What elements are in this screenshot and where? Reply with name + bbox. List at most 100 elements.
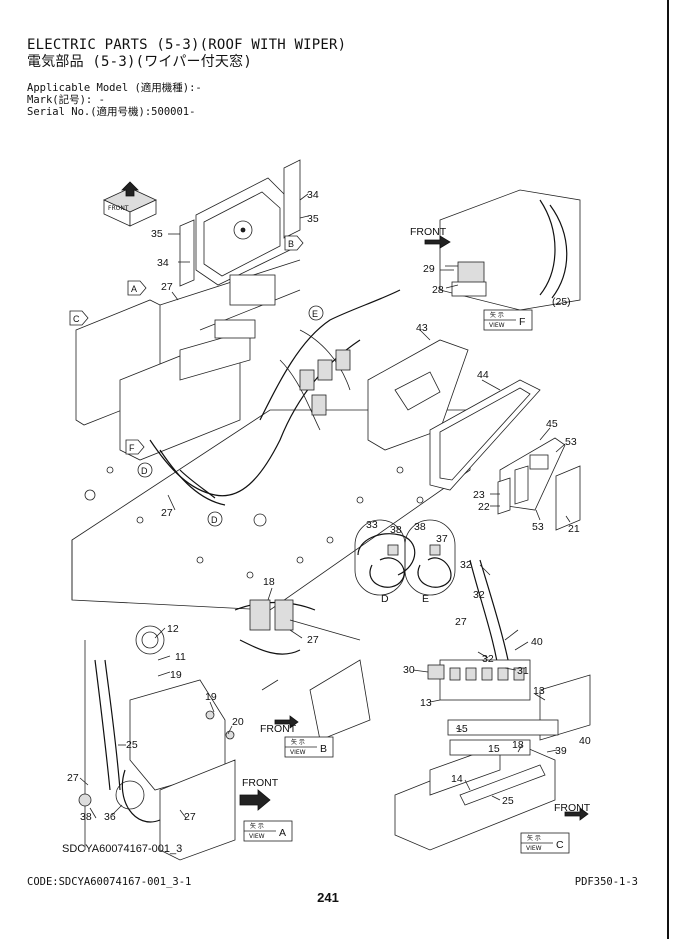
part-label: 29	[423, 263, 435, 275]
part-label: 27	[67, 772, 79, 784]
svg-text:VIEW: VIEW	[489, 322, 505, 329]
iso-front-label: FRONT	[108, 205, 129, 212]
part-label: 44	[477, 369, 489, 381]
part-label: 32	[482, 653, 494, 665]
letter-callouts: A B C D D E F D E	[69, 235, 429, 605]
part-label: 36	[104, 811, 116, 823]
part-label: 14	[451, 773, 463, 785]
part-label: 40	[531, 636, 543, 648]
part-label: 27	[455, 616, 467, 628]
iso-front-marker: FRONT	[103, 181, 157, 227]
model-info: Applicable Model (適用機種):- Mark(記号): - Se…	[27, 82, 202, 118]
serial-number: Serial No.(適用号機):500001-	[27, 106, 196, 118]
part-label: 39	[555, 745, 567, 757]
page-number: 241	[317, 890, 339, 905]
part-label: 15	[456, 723, 468, 735]
part-label: 22	[478, 501, 490, 513]
part-label: 12	[167, 623, 179, 635]
part-label: 38	[414, 521, 426, 533]
drawing-code: SDCYA60074167-001_3	[62, 843, 183, 855]
part-label: 35	[151, 228, 163, 240]
view-b-detail	[234, 599, 371, 741]
part-label: 20	[232, 716, 244, 728]
svg-text:矢 示: 矢 示	[527, 834, 541, 842]
part-label: 33	[366, 519, 378, 531]
callout-b: B	[284, 235, 304, 251]
callout-e: E	[308, 305, 324, 321]
part-label: 35	[307, 213, 319, 225]
part-labels: 34 35 35 34 27 43 44 45 53 28 29 (25) 23…	[67, 189, 591, 823]
svg-text:VIEW: VIEW	[290, 749, 306, 756]
applicable-model: Applicable Model (適用機種):-	[27, 82, 202, 94]
part-label: 37	[436, 533, 448, 545]
part-label: 27	[161, 281, 173, 293]
callout-d: D	[137, 462, 153, 478]
mark-info: Mark(記号): -	[27, 94, 105, 106]
part-label: 40	[579, 735, 591, 747]
part-label: 53	[565, 436, 577, 448]
part-label: 25	[502, 795, 514, 807]
part-label: 13	[533, 685, 545, 697]
view-c-detail	[394, 559, 591, 851]
part-label: 34	[157, 257, 169, 269]
main-harness	[149, 289, 401, 506]
svg-text:VIEW: VIEW	[526, 845, 542, 852]
front-label: FRONT	[554, 802, 591, 814]
part-label: 27	[161, 507, 173, 519]
part-label: 19	[205, 691, 217, 703]
front-label: FRONT	[242, 777, 279, 789]
front-labels: FRONT FRONT FRONT FRONT	[242, 226, 591, 814]
view-f-detail	[424, 189, 581, 311]
svg-text:B: B	[288, 239, 294, 249]
footer-pdf-ref: PDF350-1-3	[574, 876, 638, 888]
part-label: 11	[175, 651, 186, 663]
part-label: 43	[416, 322, 428, 334]
part-label: 30	[403, 664, 415, 676]
part-label: 21	[568, 523, 580, 535]
title-japanese: 電気部品 (5-3)(ワイパー付天窓)	[27, 54, 252, 70]
part-label: 15	[488, 743, 500, 755]
svg-text:矢 示: 矢 示	[291, 738, 305, 746]
part-label: 45	[546, 418, 558, 430]
part-label: 34	[307, 189, 319, 201]
part-label: (25)	[552, 296, 571, 308]
view-box-a: 矢 示 VIEW A	[243, 820, 293, 842]
svg-text:D: D	[211, 515, 218, 525]
part-label: 32	[473, 589, 485, 601]
part-label: 28	[432, 284, 444, 296]
part-label: 32	[460, 559, 472, 571]
callout-a: A	[127, 280, 147, 296]
part-label: 19	[170, 669, 182, 681]
page-title: ELECTRIC PARTS (5-3)(ROOF WITH WIPER) 電気…	[27, 37, 346, 71]
part-label: 18	[263, 576, 275, 588]
part-label: 25	[126, 739, 138, 751]
view-box-f: 矢 示 VIEW F	[483, 309, 533, 331]
part-label: 18	[512, 739, 524, 751]
part-label: 13	[420, 697, 432, 709]
callout-d: D	[207, 511, 223, 527]
svg-text:矢 示: 矢 示	[250, 822, 264, 830]
footer-code: CODE:SDCYA60074167-001_3-1	[27, 876, 192, 888]
part-label: 38	[80, 811, 92, 823]
svg-text:C: C	[556, 839, 564, 851]
part-label: 53	[532, 521, 544, 533]
svg-text:B: B	[320, 743, 327, 755]
svg-text:F: F	[129, 443, 135, 453]
detail-label-e: E	[422, 593, 429, 605]
svg-text:矢 示: 矢 示	[490, 311, 504, 319]
svg-text:E: E	[312, 309, 318, 319]
part-label: 31	[517, 665, 529, 677]
svg-text:C: C	[73, 314, 80, 324]
front-label: FRONT	[410, 226, 447, 238]
lower-left-assembly	[78, 625, 271, 861]
part-label: 27	[307, 634, 319, 646]
leader-lines	[79, 193, 571, 819]
part-label: 27	[184, 811, 196, 823]
svg-text:D: D	[141, 466, 148, 476]
svg-text:A: A	[279, 827, 286, 839]
front-label: FRONT	[260, 723, 297, 735]
cab-frame	[75, 259, 301, 461]
floor-plate	[71, 409, 471, 611]
view-box-b: 矢 示 VIEW B	[284, 736, 334, 758]
